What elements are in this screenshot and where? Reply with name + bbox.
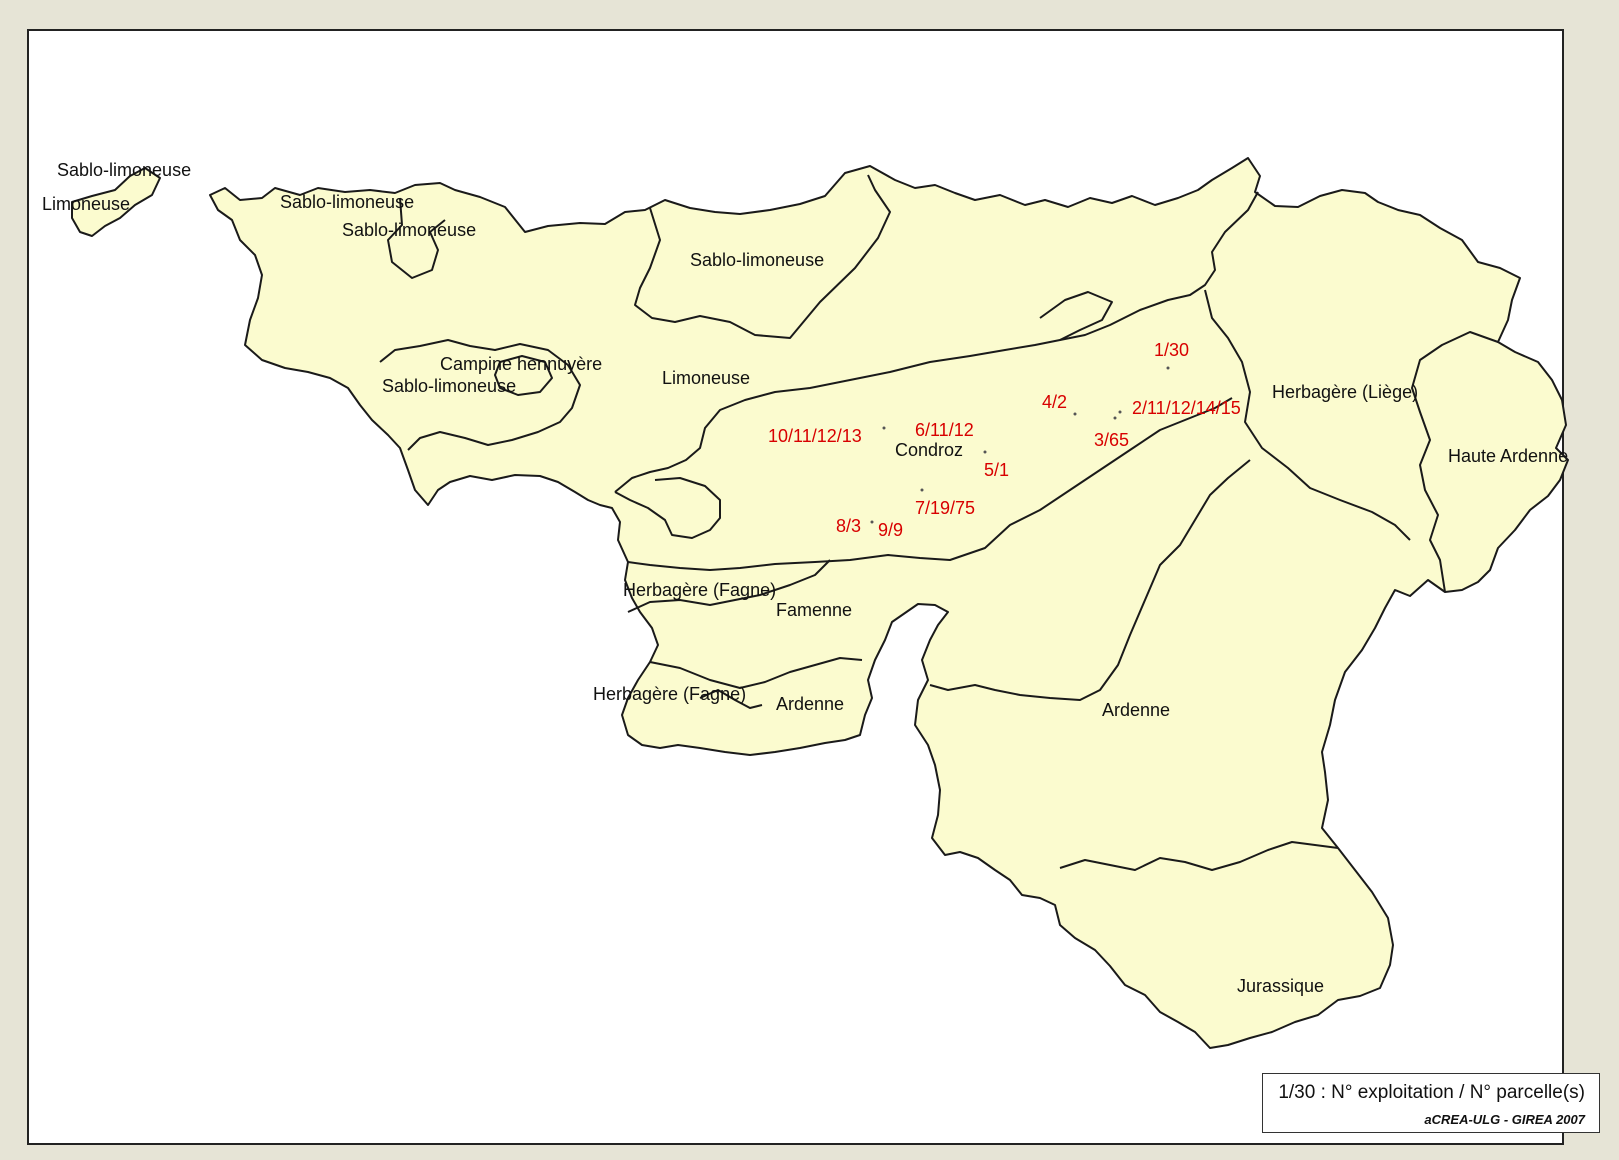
zone-label-sablo-limoneuse: Sablo-limoneuse	[342, 220, 476, 240]
zone-label-haute-ardenne: Haute Ardenne	[1448, 446, 1568, 466]
plot-label: 4/2	[1042, 392, 1067, 412]
zone-label-jurassique: Jurassique	[1237, 976, 1324, 996]
zone-label-condroz: Condroz	[895, 440, 963, 460]
zone-label-ardenne: Ardenne	[1102, 700, 1170, 720]
plot-label: 8/3	[836, 516, 861, 536]
zone-label-herbagere-fagne: Herbagère (Fagne)	[593, 684, 746, 704]
boundary-haute-ardenne	[1411, 331, 1499, 593]
zone-label-herbagere-liege: Herbagère (Liège)	[1272, 382, 1418, 402]
zone-label-limoneuse: Limoneuse	[42, 194, 130, 214]
plot-label: 10/11/12/13	[768, 426, 862, 446]
plot-markers	[870, 366, 1170, 524]
plot-label: 1/30	[1154, 340, 1189, 360]
zone-label-ardenne: Ardenne	[776, 694, 844, 714]
boundary-condroz-west	[614, 477, 721, 539]
boundary-condroz-north	[614, 191, 1259, 493]
boundary-herbagere-liege	[1204, 289, 1411, 541]
zone-label-herbagere-fagne: Herbagère (Fagne)	[623, 580, 776, 600]
plot-marker	[1073, 412, 1077, 416]
plot-marker	[920, 488, 924, 492]
zone-label-sablo-limoneuse: Sablo-limoneuse	[382, 376, 516, 396]
boundary-sablo-central	[634, 174, 891, 339]
plot-label: 7/19/75	[915, 498, 975, 518]
plot-label: 2/11/12/14/15	[1132, 398, 1241, 418]
plot-marker	[882, 426, 886, 430]
zone-label-campine-hennuyere: Campine hennuyère	[440, 354, 602, 374]
legend-text: 1/30 : N° exploitation / N° parcelle(s)	[1278, 1082, 1585, 1103]
boundary-liege	[1039, 291, 1113, 341]
zone-label-sablo-limoneuse: Sablo-limoneuse	[57, 160, 191, 180]
plot-label: 3/65	[1094, 430, 1129, 450]
boundary-jurassique	[1059, 841, 1339, 871]
plot-label: 5/1	[984, 460, 1009, 480]
northwest-enclave	[71, 167, 161, 237]
zone-label-famenne: Famenne	[776, 600, 852, 620]
legend-box: 1/30 : N° exploitation / N° parcelle(s) …	[1262, 1073, 1600, 1133]
plot-marker	[1118, 410, 1122, 414]
zone-label-sablo-limoneuse: Sablo-limoneuse	[280, 192, 414, 212]
wallonia-territory	[209, 157, 1569, 1049]
plot-marker	[1166, 366, 1170, 370]
boundary-ardenne-north	[929, 459, 1251, 701]
zone-label-limoneuse: Limoneuse	[662, 368, 750, 388]
boundary-fagne-ardenne	[649, 657, 863, 689]
boundary-campine	[379, 339, 581, 451]
plot-marker	[1113, 416, 1117, 420]
plot-marker	[983, 450, 987, 454]
boundary-famenne	[627, 559, 831, 613]
boundary-campine-inner	[494, 355, 553, 396]
boundary-sablo-north	[387, 197, 446, 279]
boundary-condroz-south	[627, 397, 1233, 571]
boundary-fagne-ardenne-2	[699, 689, 763, 709]
plot-label: 6/11/12	[915, 420, 974, 440]
zone-label-sablo-limoneuse: Sablo-limoneuse	[690, 250, 824, 270]
plot-label: 9/9	[878, 520, 903, 540]
credit-text: aCREA-ULG - GIREA 2007	[1424, 1112, 1585, 1127]
plot-marker	[870, 520, 874, 524]
